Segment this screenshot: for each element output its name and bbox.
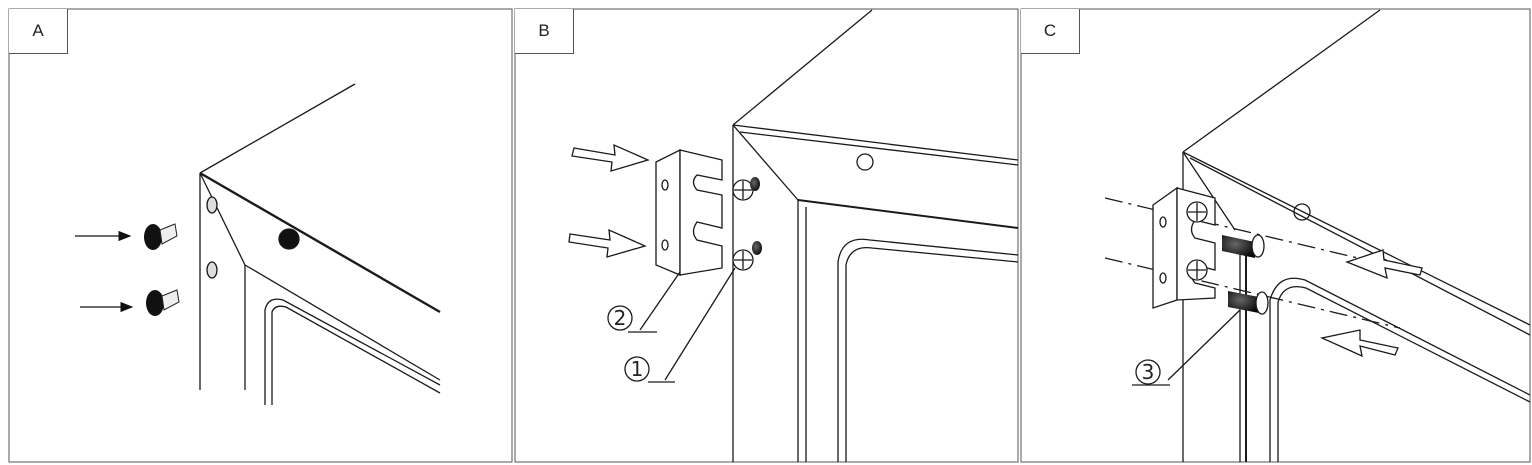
screw-b-top: [732, 177, 760, 201]
door-inner-edge-b: [797, 199, 1019, 229]
panel-a-drawing: [199, 83, 441, 405]
callout-3-circle: [1135, 359, 1161, 385]
callout-2-label: 2: [614, 306, 627, 330]
door-top-edge-c2: [1189, 157, 1531, 336]
panel-b-drawing: [568, 9, 1019, 462]
screw-top: [144, 223, 178, 250]
callout-2-circle: [607, 305, 633, 331]
door-window-c2: [1277, 285, 1531, 462]
cabinet-top-edge-c: [1182, 9, 1381, 153]
hinge-bracket-c: [1152, 186, 1216, 309]
screw-c-bottom: [1228, 291, 1269, 315]
callout-1-circle: [624, 356, 650, 382]
door-top-edge-b2: [739, 131, 1019, 166]
alignment-line-top: [1104, 197, 1401, 269]
cabinet-top-edge-b: [732, 9, 873, 126]
door-hole: [278, 228, 300, 250]
callout-leader-1: [664, 267, 736, 381]
door-window-outline: [264, 298, 441, 405]
hinge-bracket: [655, 148, 723, 276]
panel-a-frame: [8, 8, 513, 463]
door-window-c: [1269, 277, 1531, 462]
door-hole-b: [856, 153, 874, 171]
screw-b-bottom: [732, 241, 762, 271]
screw-c-top: [1222, 234, 1265, 258]
callout-3-label: 3: [1142, 360, 1155, 384]
hollow-arrow-b-bottom: [568, 228, 647, 258]
door-top-edge-b: [732, 124, 1019, 161]
door-window-b2: [845, 246, 1019, 462]
panel-label-c: C: [1021, 9, 1080, 54]
door-inner-edge: [244, 264, 441, 381]
cabinet-top-edge: [199, 83, 356, 174]
callout-1-label: 1: [631, 357, 644, 381]
hollow-arrow-b-top: [571, 143, 650, 172]
panel-b-frame: [514, 8, 1019, 463]
screw-bottom: [146, 289, 180, 316]
callout-leader-3: [1167, 309, 1241, 381]
door-corner-bevel: [199, 172, 246, 266]
hole-plug-bottom: [206, 261, 218, 279]
panel-a-screws: [75, 223, 180, 316]
door-corner-bevel-c: [1182, 151, 1236, 231]
door-hole-c: [1293, 203, 1311, 221]
door-window-b: [837, 238, 1019, 462]
panel-c-drawing: [1104, 9, 1531, 462]
door-corner-bevel-b: [732, 124, 799, 201]
door-top-edge-c: [1182, 151, 1531, 326]
hole-plug-top: [206, 196, 218, 214]
callout-leader-2: [639, 271, 681, 331]
panel-label-b: B: [515, 9, 574, 54]
door-window-inner: [271, 305, 441, 405]
panel-frames: [8, 8, 1531, 463]
hollow-arrow-c-top: [1345, 249, 1423, 280]
hollow-arrow-c-bottom: [1319, 329, 1399, 358]
alignment-line-bottom: [1104, 257, 1401, 329]
panel-c-frame: [1020, 8, 1531, 463]
door-top-edge: [199, 171, 441, 314]
panel-label-a: A: [9, 9, 68, 54]
